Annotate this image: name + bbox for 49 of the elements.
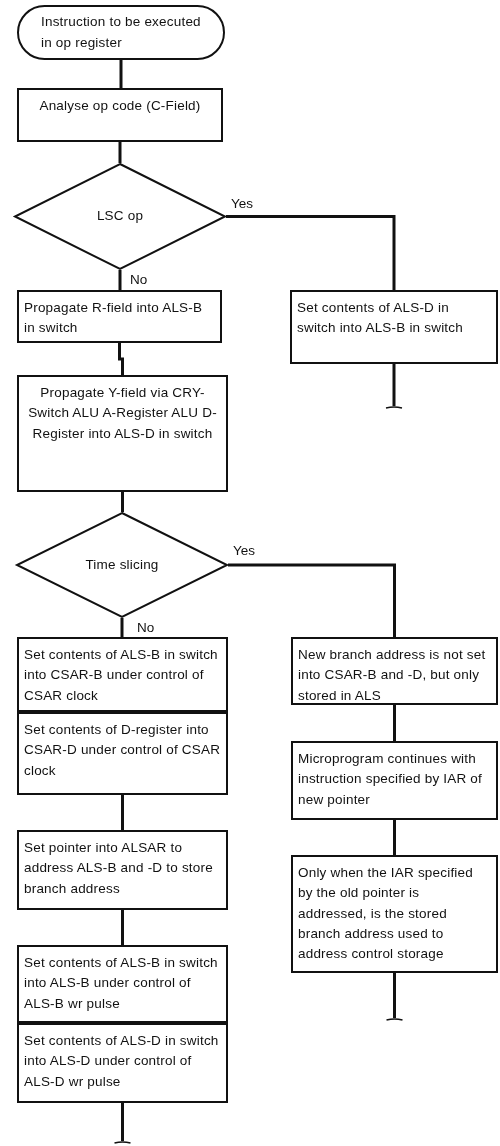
process-box (17, 1023, 228, 1103)
process-box (17, 830, 228, 910)
decision-label: Time slicing (85, 555, 159, 574)
process-box (17, 712, 228, 795)
step-text: Set contents of ALS-D in switch into ALS-D under control of ALS-D wr pulse (24, 1032, 220, 1091)
process-box (17, 290, 222, 343)
edge-label: Yes (232, 543, 257, 558)
step-text: New branch address is not set into CSAR-B and -D, but only stored in ALS (298, 646, 487, 705)
step-text: Propagate Y-field via CRY-Switch ALU A-Register ALU D-Register into ALS-D in switch (27, 384, 218, 443)
step-text: Set contents of ALS-B in switch into ALS-B under control of ALS-B wr pulse (24, 954, 219, 1013)
connector-line (393, 820, 396, 855)
connector-line (120, 618, 124, 637)
process-box (17, 637, 228, 712)
step-text: Set contents of D-register into CSAR-D under control of CSAR clock (24, 721, 221, 780)
process-box (17, 88, 223, 142)
connector-line (121, 795, 124, 830)
step-text: Microprogram continues with instruction specified by IAR of new pointer (298, 750, 484, 809)
step-text: Set contents of ALS-D in switch into ALS-B in switch (297, 299, 464, 338)
process-box (291, 855, 498, 973)
connector-line (119, 60, 123, 88)
connector-line (118, 343, 124, 375)
process-box (290, 290, 498, 364)
step-text: Analyse op code (C-Field) (39, 97, 201, 115)
edge-label: No (129, 272, 149, 287)
connector-line (385, 364, 403, 409)
process-box (291, 741, 498, 820)
step-text: Set contents of ALS-B in switch into CSAR-B under control of CSAR clock (24, 646, 219, 705)
connector-line (385, 973, 404, 1021)
step-text: Instruction to be executed in op register (41, 13, 201, 52)
connector-line (121, 492, 124, 512)
decision-diamond (14, 163, 226, 270)
process-box (17, 945, 228, 1023)
terminal-box (17, 5, 225, 60)
step-text: Set pointer into ALSAR to address ALS-B and -D to store branch address (24, 839, 214, 898)
connector-line (393, 705, 396, 741)
decision-label: LSC op (96, 207, 144, 226)
step-text: Only when the IAR specified by the old pointer is addressed, is the stored branch address used to address control storage (298, 864, 474, 963)
edge-label: Yes (230, 196, 255, 211)
connector-line (228, 563, 396, 637)
connector-line (121, 910, 124, 945)
step-text: Propagate R-field into ALS-B in switch (24, 299, 204, 338)
edge-label: No (136, 620, 156, 635)
connector-line (226, 215, 396, 290)
connector-line (118, 142, 122, 163)
process-box (291, 637, 498, 705)
process-box (17, 375, 228, 492)
decision-diamond (16, 512, 228, 618)
connector-line (118, 270, 122, 290)
connector-line (113, 1103, 132, 1144)
